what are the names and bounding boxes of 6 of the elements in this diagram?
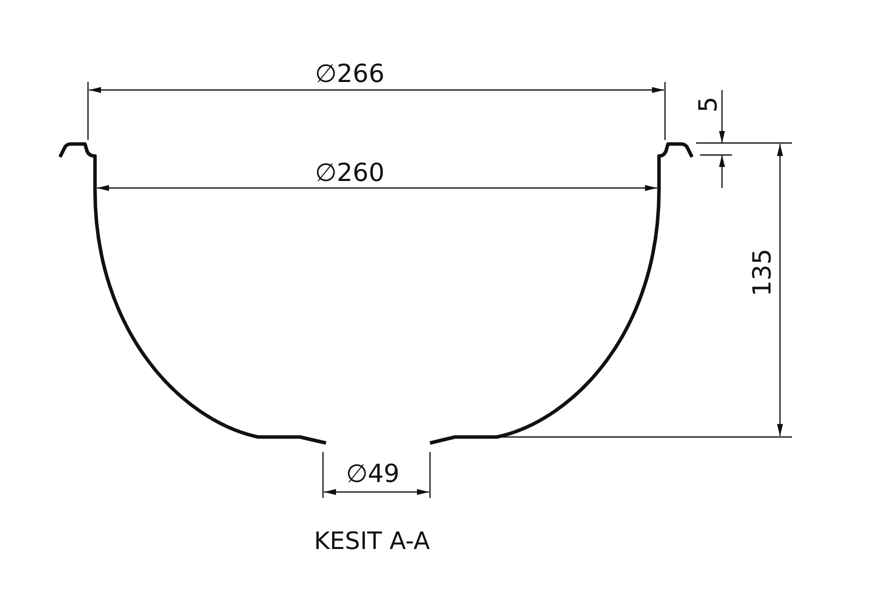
dimension-label: ∅266 bbox=[315, 60, 384, 86]
dimension-label: ∅49 bbox=[346, 460, 400, 486]
section-caption: KESIT A-A bbox=[314, 529, 430, 553]
dimension-label: ∅260 bbox=[315, 160, 384, 184]
dimension-label: 5 bbox=[695, 96, 720, 112]
dimension-label: 135 bbox=[749, 248, 774, 296]
